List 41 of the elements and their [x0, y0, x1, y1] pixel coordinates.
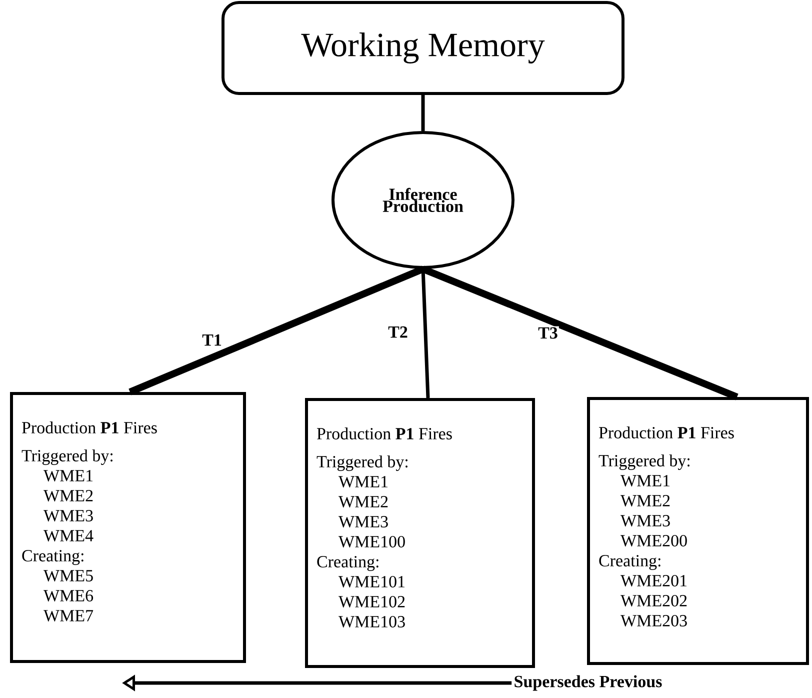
list-heading: Creating: — [317, 556, 378, 571]
box-heading: Production P1 Fires — [22, 422, 157, 434]
edge-label: T2 — [388, 326, 408, 338]
list-item: WME201 — [620, 574, 687, 587]
connector-line — [421, 95, 425, 131]
note-text: Supersedes Previous — [514, 675, 662, 691]
list-heading: Triggered by: — [316, 456, 408, 471]
list-item: WME200 — [620, 534, 687, 547]
list-item: WME3 — [620, 515, 670, 527]
list-heading: Triggered by: — [598, 454, 690, 470]
list-item: WME6 — [44, 590, 94, 602]
list-item: WME5 — [44, 570, 93, 582]
box-heading: Production P1 Fires — [599, 426, 734, 438]
list-item: WME103 — [338, 616, 405, 628]
list-item: WME3 — [44, 510, 93, 522]
connector-line — [422, 266, 738, 400]
list-item: WME4 — [44, 530, 94, 542]
edge-label: T3 — [538, 327, 558, 339]
edge-label: T1 — [202, 334, 222, 346]
production-box — [587, 397, 809, 665]
list-item: WME102 — [338, 596, 405, 608]
list-item: WME1 — [44, 470, 93, 482]
list-item: WME7 — [44, 610, 94, 622]
list-item: WME100 — [338, 536, 405, 548]
box-heading: Production P1 Fires — [317, 428, 452, 440]
connector-line — [128, 266, 424, 396]
list-item: WME202 — [620, 594, 687, 607]
production-box — [305, 398, 535, 668]
list-heading: Creating: — [22, 550, 84, 565]
list-heading: Creating: — [599, 555, 660, 570]
list-item: WME101 — [338, 576, 405, 588]
memory-box: Working Memory — [222, 1, 624, 95]
list-item: WME2 — [44, 490, 93, 502]
list-item: WME2 — [338, 496, 388, 508]
list-item: WME1 — [620, 475, 670, 487]
list-item: WME203 — [620, 614, 687, 627]
list-item: WME3 — [338, 516, 388, 528]
list-item: WME1 — [338, 476, 388, 488]
list-item: WME2 — [620, 495, 670, 507]
list-heading: Triggered by: — [22, 450, 113, 465]
production-box — [10, 392, 246, 663]
